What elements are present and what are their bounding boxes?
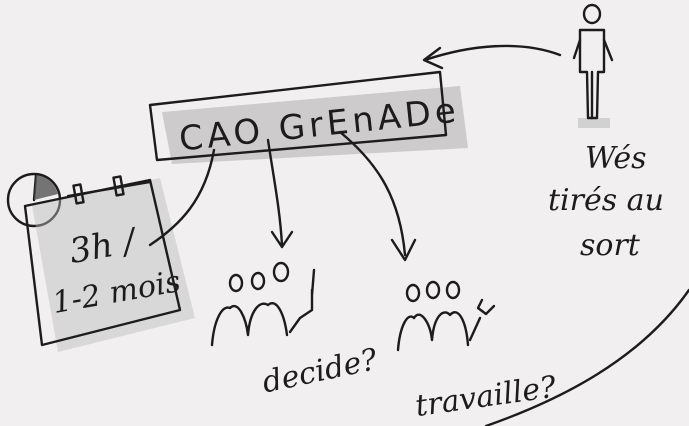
label-decide: decide? [259,342,381,401]
arrow-box-to-calendar [148,148,216,247]
caption-line3: sort [580,228,641,263]
caption-line1: Wés [585,141,647,176]
arrow-person-to-box [423,44,562,62]
person-figure [572,3,614,128]
right-curve [484,288,689,426]
arrow-box-to-right-group [338,130,407,257]
label-travaille: travaille? [413,370,559,425]
clock-icon [6,172,62,228]
arrow-box-to-left-group [266,138,284,247]
calendar-icon: 3h / 1-2 mois [23,175,195,352]
arrow-head-right [390,238,417,262]
people-group-right [396,280,496,352]
cao-grenade-box: CAO GrEnADe [148,70,468,164]
caption-line2: tirés au [548,183,664,218]
people-group-left [210,261,316,347]
arrow-head-person [422,46,444,70]
arrow-head-left [270,230,294,249]
